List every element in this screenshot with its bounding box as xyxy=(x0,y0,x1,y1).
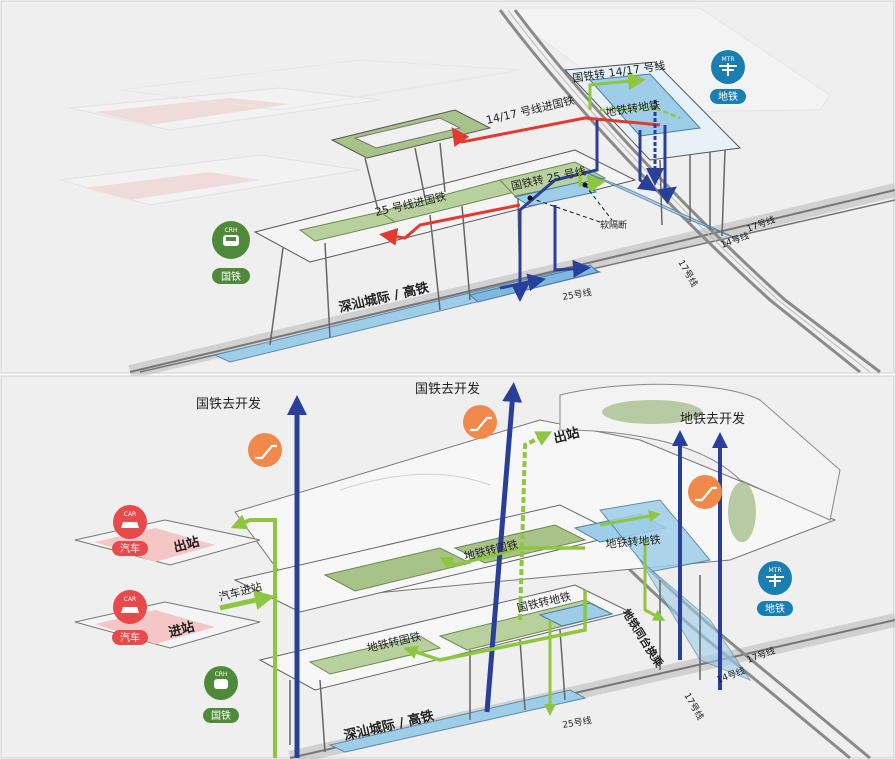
bottom-line25-platform xyxy=(328,689,587,753)
top-background-buildings xyxy=(59,7,831,206)
svg-text:CAR: CAR xyxy=(124,511,136,518)
top-green-flows xyxy=(578,72,681,193)
car-label-1: 汽车 xyxy=(120,542,140,555)
bottom-mtr-label: 地铁 xyxy=(765,602,785,615)
svg-text:CAR: CAR xyxy=(124,596,136,603)
bottom-metro-hall xyxy=(599,499,711,573)
top-rail-tracks xyxy=(128,9,895,379)
label-exit-top: 出站 xyxy=(552,425,581,447)
top-mtr-pill xyxy=(710,89,746,104)
bottom-escalator-badges xyxy=(248,405,722,509)
escalator-icon xyxy=(688,475,722,509)
svg-text:MTR: MTR xyxy=(768,567,781,574)
svg-text:CRH: CRH xyxy=(225,227,238,234)
top-crh-label: 国铁 xyxy=(221,270,241,283)
top-soft-separation-lines xyxy=(529,184,613,223)
bottom-mtr-badge: MTR 地铁 xyxy=(757,561,793,616)
escalator-icon xyxy=(463,405,497,439)
label-guotie-dev-left: 国铁去开发 xyxy=(196,396,261,412)
top-crh-pill xyxy=(212,268,250,284)
top-mtr-label: 地铁 xyxy=(718,90,738,103)
label-metro-to-metro: 地铁转地铁 xyxy=(605,532,661,551)
top-panel: 14/17 号线进国铁 国铁转 14/17 号线 地铁转地铁 国铁转 25 号线… xyxy=(0,0,895,379)
top-mtr-badge: MTR 地铁 xyxy=(710,50,746,104)
escalator-icon xyxy=(248,433,282,467)
label-enter: 进站 xyxy=(167,619,196,641)
svg-text:MTR: MTR xyxy=(721,56,734,63)
bottom-crh-label: 国铁 xyxy=(211,709,231,722)
label-guotie-dev-center: 国铁去开发 xyxy=(415,381,480,397)
bottom-green-flows xyxy=(219,431,666,758)
label-exit-left: 出站 xyxy=(172,534,201,556)
bottom-crh-badge: CRH 国铁 xyxy=(203,666,239,723)
label-metro-dev: 地铁去开发 xyxy=(680,411,745,427)
bottom-panel: CAR 汽车 CAR 汽车 CRH 国铁 MTR 地铁 xyxy=(0,375,895,759)
bottom-car-badge-1: CAR 汽车 xyxy=(112,505,148,556)
top-label-soft-separation: 软隔断 xyxy=(600,219,627,231)
top-columns xyxy=(269,142,726,346)
top-blue-flows xyxy=(499,100,677,302)
top-crh-badge: CRH 国铁 xyxy=(212,221,250,284)
car-label-2: 汽车 xyxy=(120,631,140,644)
top-red-flows xyxy=(379,116,661,246)
bottom-car-badge-2: CAR 汽车 xyxy=(112,590,148,645)
svg-text:CRH: CRH xyxy=(215,671,228,678)
